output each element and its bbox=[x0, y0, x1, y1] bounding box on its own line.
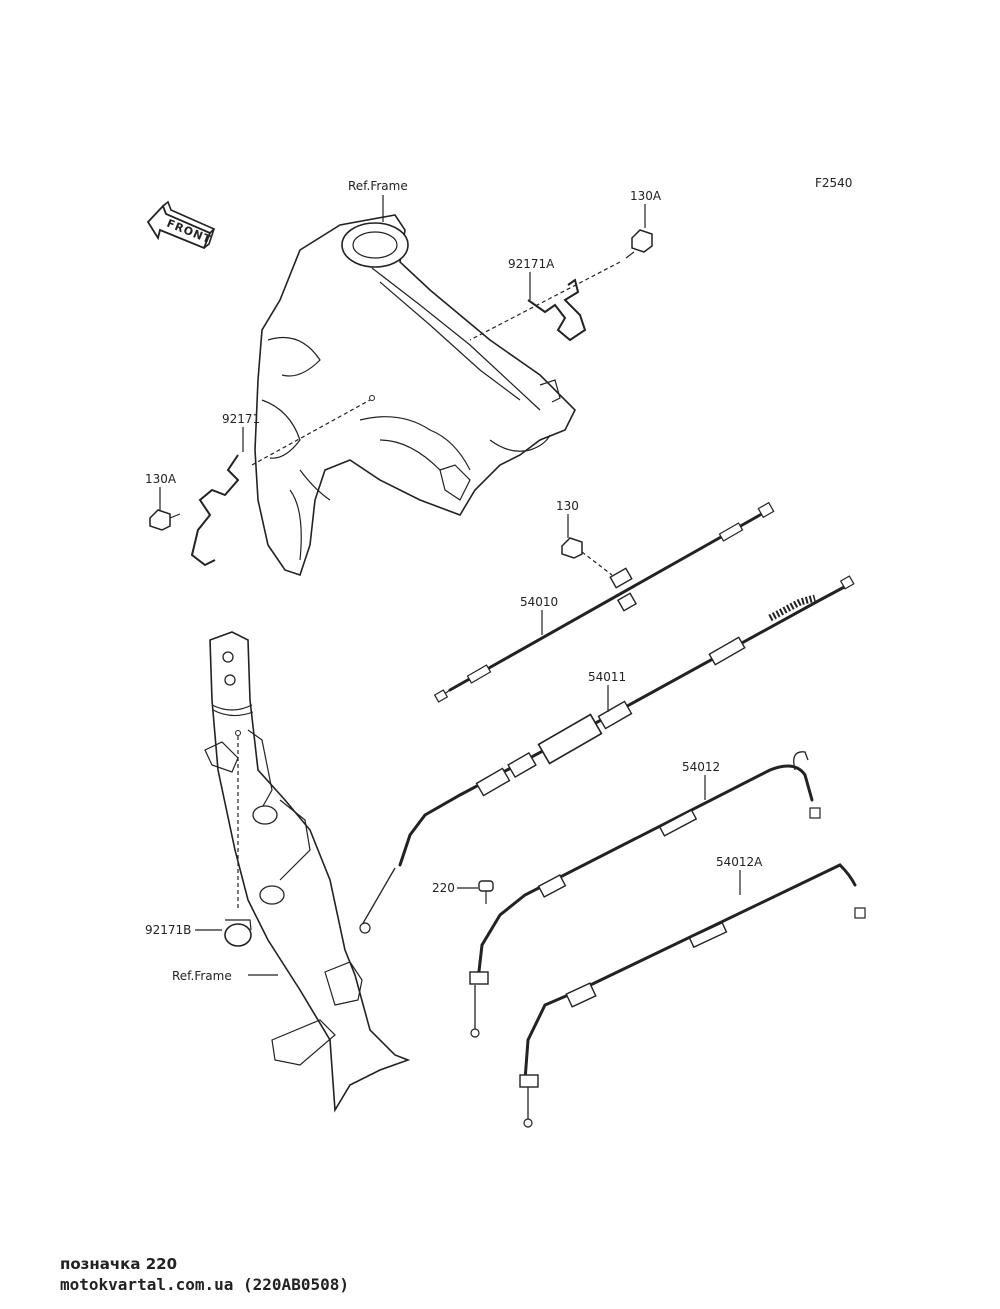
label-92171B: 92171B bbox=[145, 923, 191, 937]
label-54010: 54010 bbox=[520, 595, 558, 609]
ref-frame-bottom-label: Ref.Frame bbox=[172, 969, 232, 983]
label-130: 130 bbox=[556, 499, 579, 513]
label-92171A: 92171A bbox=[508, 257, 555, 271]
bolt-130-icon bbox=[561, 537, 613, 576]
lower-frame-drawing bbox=[204, 631, 411, 1113]
label-220: 220 bbox=[432, 881, 455, 895]
clamp-92171B-icon bbox=[224, 919, 252, 947]
front-arrow-icon: FRONT bbox=[146, 200, 216, 250]
footer-source: motokvartal.com.ua (220AB0508) bbox=[60, 1275, 349, 1294]
cable-54010 bbox=[433, 501, 775, 703]
diagram-code: F2540 bbox=[815, 176, 852, 190]
label-54012: 54012 bbox=[682, 760, 720, 774]
cable-54012 bbox=[469, 751, 821, 1038]
upper-frame-drawing bbox=[254, 214, 576, 577]
footer-note: позначка 220 bbox=[60, 1255, 178, 1273]
clamp-92171-icon bbox=[190, 454, 240, 567]
cable-54011 bbox=[359, 575, 855, 934]
label-54012A: 54012A bbox=[716, 855, 763, 869]
clamp-92171A-icon bbox=[527, 278, 587, 342]
label-92171: 92171 bbox=[222, 412, 260, 426]
label-130A-top: 130A bbox=[630, 189, 662, 203]
label-130A-left: 130A bbox=[145, 472, 177, 486]
ref-frame-top-label: Ref.Frame bbox=[348, 179, 408, 193]
label-54011: 54011 bbox=[588, 670, 626, 684]
screw-220-icon bbox=[478, 880, 494, 904]
bolt-130A-top-icon bbox=[625, 229, 653, 259]
cable-54012A bbox=[519, 863, 866, 1128]
bolt-130A-left-icon bbox=[149, 509, 181, 531]
